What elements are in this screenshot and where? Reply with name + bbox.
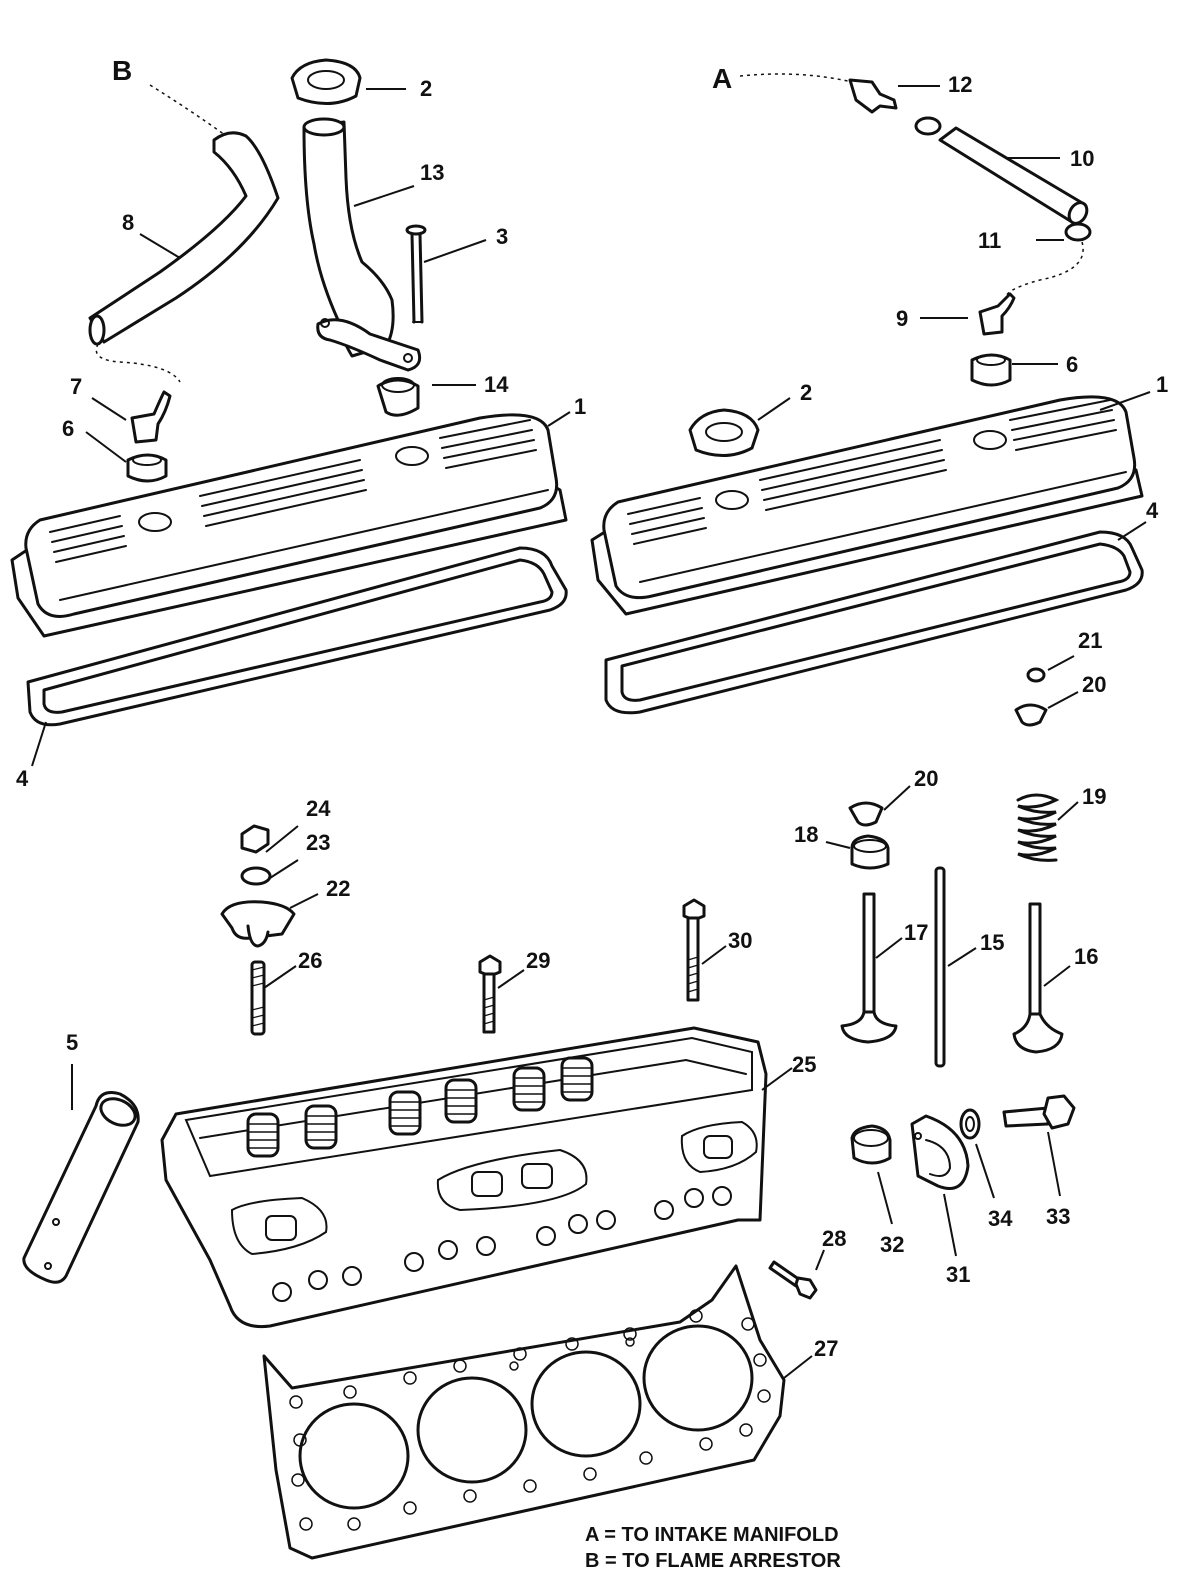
callout-34: 34 [988,1206,1013,1231]
callout-18: 18 [794,822,818,847]
cover-gasket-left-part [26,546,568,727]
callout-22: 22 [326,876,350,901]
rocker-arm-part [220,900,296,948]
leader-lines [31,85,1151,1379]
sleeve-part [22,1091,140,1284]
connection-letter-a: A [712,63,732,94]
callout-1-right: 1 [1156,372,1168,397]
head-valve-springs [246,1056,594,1158]
pcv-elbow-left-part [130,390,172,444]
callout-33: 33 [1046,1204,1070,1229]
rocker-nut-part [240,824,270,854]
callout-2-top: 2 [420,76,432,101]
callout-2-right: 2 [800,380,812,405]
callout-6-left: 6 [62,416,74,441]
rocker-cover-right-part [590,395,1144,616]
callout-1-left: 1 [574,394,586,419]
valve-retainer-part [848,801,884,827]
connection-letter-b: B [112,55,132,86]
callout-11: 11 [978,228,1001,253]
callout-10: 10 [1070,146,1094,171]
callout-9: 9 [896,306,908,331]
spacer-part [850,1124,892,1165]
rocker-ball-part [240,866,272,886]
washer-part [959,1108,981,1140]
diagram-legend: A = TO INTAKE MANIFOLD B = TO FLAME ARRE… [585,1522,841,1574]
callout-28: 28 [822,1226,846,1251]
hex-bolt-part [1002,1094,1076,1130]
callout-32: 32 [880,1232,904,1257]
callout-15: 15 [980,930,1004,955]
callout-16: 16 [1074,944,1098,969]
callout-20-upper: 20 [1082,672,1106,697]
callout-8: 8 [122,210,134,235]
callout-26: 26 [298,948,322,973]
callout-23: 23 [306,830,330,855]
rocker-stud-part [250,960,266,1036]
bracket-clamp-part [910,1114,970,1190]
long-bolt-part [405,224,427,324]
valve-keeper-part [1026,667,1046,683]
pcv-elbow-right-part [978,292,1016,336]
cylinder-head-part [160,1026,768,1329]
callout-30: 30 [728,928,752,953]
callout-4-right: 4 [1146,498,1159,523]
valve-seal-part [850,834,890,870]
cover-gasket-right-part [604,530,1144,715]
head-bolt-long-part [682,898,706,1002]
grommet-part [376,377,420,417]
rocker-cover-left-part [10,413,568,638]
route-b-line [149,84,226,136]
callout-3: 3 [496,224,508,249]
oil-fill-cap-part [290,58,362,105]
callout-17: 17 [904,920,928,945]
head-bolt-short-part [478,954,502,1034]
callout-21: 21 [1078,628,1102,653]
callout-7: 7 [70,374,82,399]
callout-24: 24 [306,796,331,821]
callout-25: 25 [792,1052,816,1077]
small-bolt-part [768,1260,818,1300]
exhaust-valve-part [840,892,898,1044]
callout-4-left: 4 [16,766,29,791]
breather-hose-part [88,131,280,383]
oil-fill-cap-right-part [688,408,760,457]
callout-27: 27 [814,1336,838,1361]
route-a-line [739,73,853,83]
fitting-part [848,78,898,114]
valve-retainer-small-part [1014,703,1048,727]
callout-13: 13 [420,160,444,185]
callout-19: 19 [1082,784,1106,809]
head-gasket-part [262,1264,786,1560]
legend-line-a: A = TO INTAKE MANIFOLD [585,1524,839,1546]
short-hose-part [938,126,1089,297]
legend-line-b: B = TO FLAME ARRESTOR [585,1550,841,1572]
callout-14: 14 [484,372,509,397]
callout-labels: 2 13 3 14 1 4 7 6 8 12 10 11 9 6 2 1 4 2… [16,72,1168,1361]
oil-fill-tube-part [302,117,422,372]
callout-5: 5 [66,1030,78,1055]
callout-29: 29 [526,948,550,973]
valve-spring-part [1016,793,1060,862]
callout-31: 31 [946,1262,970,1287]
pcv-grommet-left-part [126,453,168,483]
callout-20-lower: 20 [914,766,938,791]
pcv-grommet-right-part [970,353,1012,387]
callout-6-right: 6 [1066,352,1078,377]
hose-clamp-lower-part [1064,222,1092,242]
callout-12: 12 [948,72,972,97]
hose-clamp-upper-part [914,116,942,136]
pushrod-part [934,866,946,1068]
intake-valve-part [1012,902,1064,1054]
